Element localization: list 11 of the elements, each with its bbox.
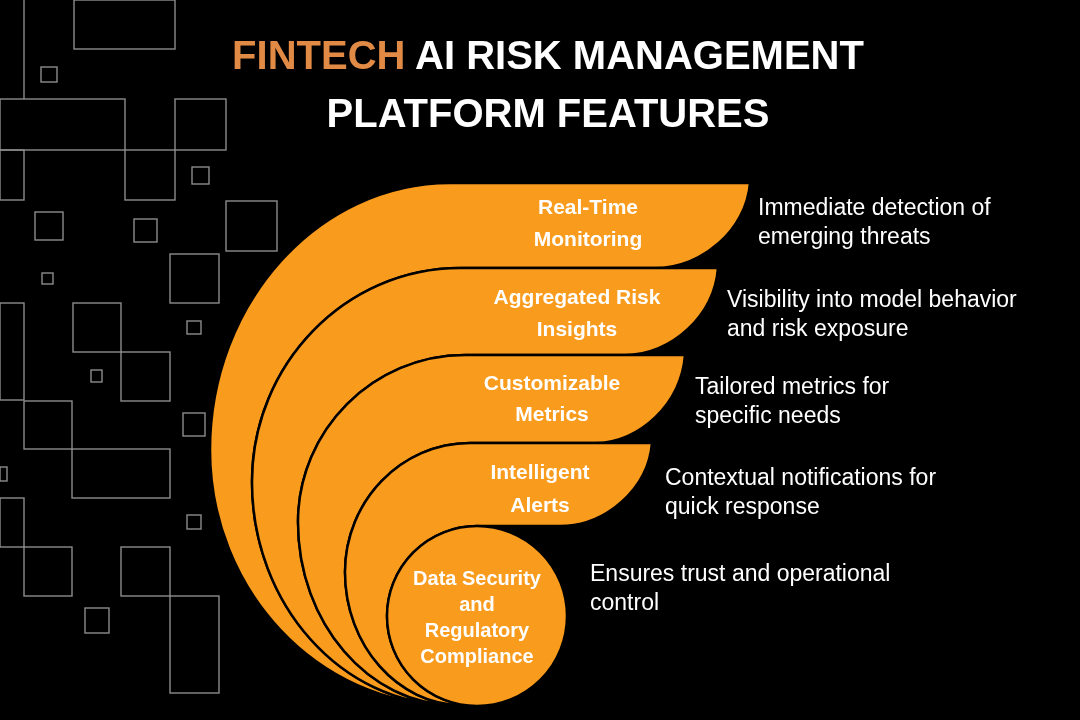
title: FINTECH AI RISK MANAGEMENT PLATFORM FEATURES: [232, 33, 864, 135]
feature-label: Customizable Metrics: [483, 371, 621, 425]
description-text: Ensures trust and operational control: [590, 560, 891, 615]
feature-label: Real-Time Monitoring: [533, 195, 643, 250]
description-text: Immediate detection of emerging threats: [758, 194, 991, 249]
feature-label: Data Security and Regulatory Compliance: [413, 567, 541, 667]
feature-label: Aggregated Risk Insights: [493, 285, 661, 340]
feature-label: Intelligent Alerts: [490, 460, 590, 516]
description-text: Tailored metrics for specific needs: [695, 373, 890, 428]
description-text: Contextual notifications for quick response: [665, 464, 937, 519]
description-text: Visibility into model behavior and risk exposure: [727, 286, 1017, 341]
